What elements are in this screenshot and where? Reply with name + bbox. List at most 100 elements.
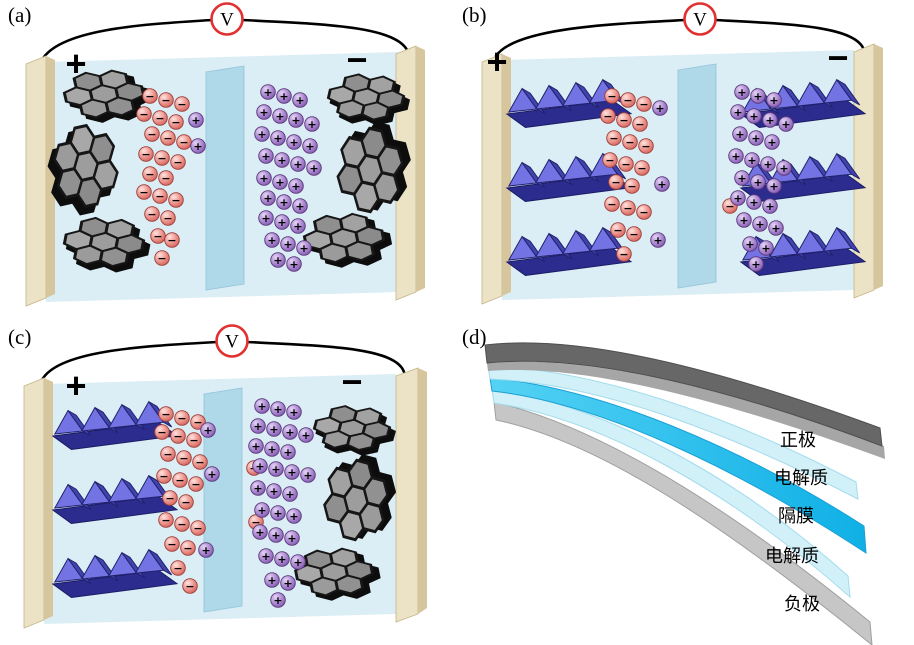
cation-ion: [274, 152, 290, 168]
cation-ion: [270, 401, 286, 417]
cation-ion: [290, 218, 306, 234]
positive-electrode-sheet: [484, 342, 883, 447]
cation-ion: [286, 404, 302, 420]
cation-ion: [254, 502, 270, 518]
left-electrode: [23, 377, 45, 629]
anion-ion: [190, 520, 206, 536]
anion-ion: [610, 222, 626, 238]
voltmeter-ring: [683, 2, 717, 36]
cation-ion: [652, 100, 668, 116]
cation-ion: [288, 112, 304, 128]
anion-ion: [156, 468, 172, 484]
anion-ion: [188, 476, 204, 492]
cation-ion: [734, 84, 750, 100]
anion-ion: [616, 246, 632, 262]
anion-ion: [174, 410, 190, 426]
anion-ion: [174, 516, 190, 532]
cation-ion: [260, 84, 276, 100]
cation-ion: [286, 134, 302, 150]
panel-label: (a): [8, 3, 31, 27]
cation-ion: [286, 256, 302, 272]
cation-ion: [260, 190, 276, 206]
cation-ion: [306, 160, 322, 176]
cation-ion: [198, 542, 214, 558]
anion-ion: [158, 512, 174, 528]
anion-ion: [168, 114, 184, 130]
separator-sheet: [489, 377, 867, 554]
cation-ion: [298, 427, 314, 443]
voltmeter-ring: [215, 324, 249, 358]
right-electrode-edge: [416, 46, 425, 292]
anion-ion: [174, 96, 190, 112]
wire-right: [240, 18, 410, 54]
cation-ion: [728, 148, 744, 164]
anion-ion: [632, 116, 648, 132]
cation-ion: [742, 236, 758, 252]
anion-ion: [158, 170, 174, 186]
anion-ion: [170, 428, 186, 444]
cation-ion: [768, 220, 784, 236]
anion-ion: [186, 432, 202, 448]
cation-ion: [746, 108, 762, 124]
separator-membrane: [205, 65, 245, 291]
voltmeter-label: V: [220, 10, 234, 31]
anion-ion: [620, 200, 636, 216]
cation-ion: [268, 461, 284, 477]
anion-ion: [150, 228, 166, 244]
anion-ion: [136, 184, 152, 200]
anion-ion: [170, 154, 186, 170]
cation-ion: [270, 592, 286, 608]
panel-label: (b): [462, 3, 487, 27]
anion-ion: [160, 210, 176, 226]
cation-ion: [266, 421, 282, 437]
cation-ion: [272, 108, 288, 124]
anion-ion: [154, 150, 170, 166]
right-electrode: [395, 367, 419, 623]
cation-ion: [264, 441, 280, 457]
cation-ion: [264, 232, 280, 248]
anion-ion: [158, 406, 174, 422]
panel-label: (d): [462, 325, 487, 349]
left-electrode: [25, 55, 47, 307]
wire-left: [40, 18, 214, 62]
cation-ion: [270, 130, 286, 146]
cation-ion: [264, 572, 280, 588]
panel-label: (c): [8, 325, 31, 349]
positive-terminal-sign: +: [65, 43, 86, 84]
cation-ion: [270, 505, 286, 521]
anion-ion: [178, 494, 194, 510]
cation-ion: [252, 458, 268, 474]
anion-ion: [152, 188, 168, 204]
cation-ion: [250, 480, 266, 496]
cation-ion: [292, 198, 308, 214]
positive-terminal-sign: +: [486, 41, 507, 82]
cation-ion: [258, 548, 274, 564]
anion-ion: [158, 92, 174, 108]
anion-ion: [160, 130, 176, 146]
voltmeter-label: V: [225, 332, 239, 353]
anion-ion: [634, 160, 650, 176]
wire-left: [494, 18, 687, 58]
panel-a: + − V (a): [8, 2, 425, 307]
cation-ion: [266, 483, 282, 499]
anion-ion: [618, 156, 634, 172]
cation-ion: [296, 240, 312, 256]
anion-ion: [620, 92, 636, 108]
wire-right: [713, 18, 866, 52]
anion-ion: [626, 226, 642, 242]
cation-ion: [256, 170, 272, 186]
cation-ion: [292, 92, 308, 108]
cation-ion: [304, 116, 320, 132]
anion-ion: [182, 578, 198, 594]
cation-ion: [778, 116, 794, 132]
layer-label-negative: 负极: [784, 594, 820, 614]
cation-ion: [284, 530, 300, 546]
cation-ion: [274, 214, 290, 230]
cation-ion: [280, 236, 296, 252]
anion-ion: [172, 472, 188, 488]
anion-ion: [136, 106, 152, 122]
cation-ion: [248, 438, 264, 454]
anion-ion: [622, 134, 638, 150]
anion-ion: [180, 540, 196, 556]
cation-ion: [288, 178, 304, 194]
